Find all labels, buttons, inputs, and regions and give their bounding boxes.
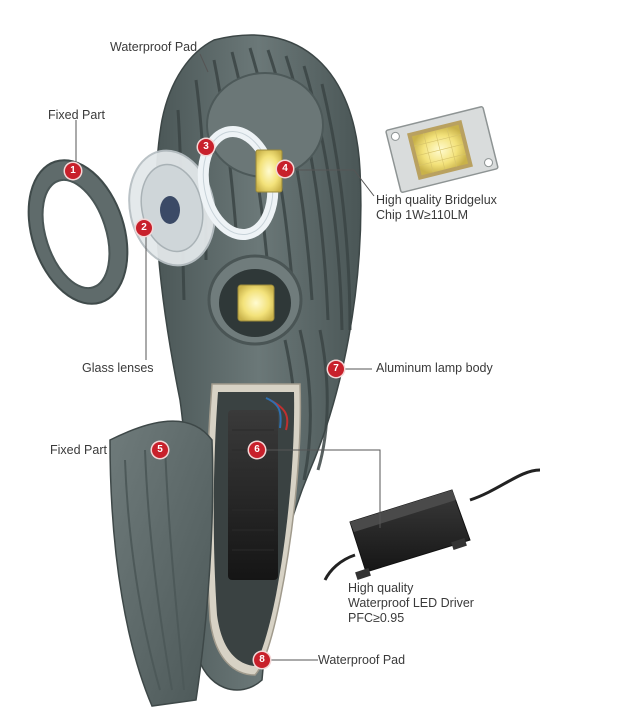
fixed-part-cover xyxy=(109,420,214,707)
label-driver-line3: PFC≥0.95 xyxy=(348,611,405,625)
badge-8: 8 xyxy=(254,652,270,668)
bridgelux-chip-image xyxy=(385,106,499,193)
badge-5: 5 xyxy=(152,442,168,458)
glass-lens-part xyxy=(128,149,216,267)
badge-1: 1 xyxy=(65,163,81,179)
label-chip-line1: High quality Bridgelux xyxy=(376,193,497,207)
led-driver-image xyxy=(323,468,541,581)
label-fixed-part-top: Fixed Part xyxy=(48,108,105,122)
label-driver-line2: Waterproof LED Driver xyxy=(348,596,474,610)
fixed-part-ring xyxy=(27,159,129,305)
badge-3: 3 xyxy=(198,139,214,155)
badge-4: 4 xyxy=(277,161,293,177)
label-driver-line1: High quality xyxy=(348,581,414,595)
label-waterproof-pad-top: Waterproof Pad xyxy=(110,40,198,54)
badge-2: 2 xyxy=(136,220,152,236)
badge-6: 6 xyxy=(249,442,265,458)
label-fixed-part-bottom: Fixed Part xyxy=(50,443,107,457)
label-aluminum-body: Aluminum lamp body xyxy=(376,361,493,375)
leader-lines xyxy=(75,53,381,661)
label-chip-line2: Chip 1W≥110LM xyxy=(376,208,469,222)
badge-7: 7 xyxy=(328,361,344,377)
label-waterproof-pad-bottom: Waterproof Pad xyxy=(318,653,406,667)
label-glass-lenses: Glass lenses xyxy=(82,361,154,375)
